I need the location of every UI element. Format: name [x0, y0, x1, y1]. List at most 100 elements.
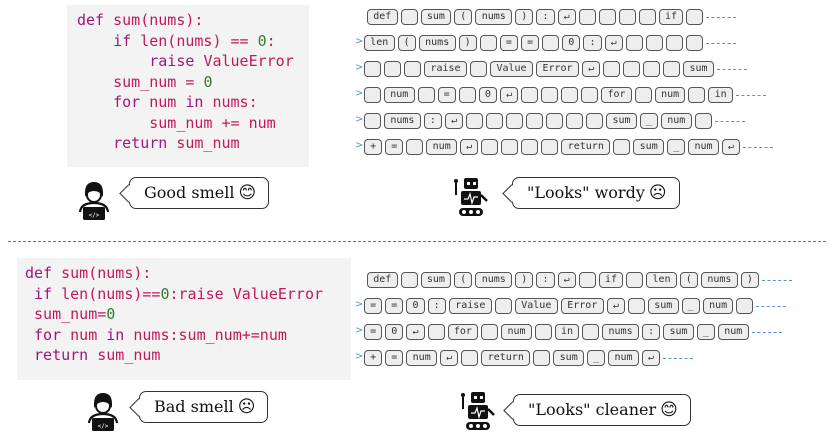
- svg-text:</>: </>: [98, 423, 109, 430]
- token-box: ↵: [557, 9, 576, 25]
- code-line: raise ValueError: [77, 51, 309, 72]
- token-box: (: [397, 35, 416, 51]
- token-box: [688, 87, 706, 103]
- token-box: [663, 61, 681, 77]
- token-box: ↵: [721, 139, 740, 155]
- code-token: len(nums)==: [61, 284, 161, 303]
- code-line: for num in nums:: [77, 92, 309, 113]
- code-token: sum(nums):: [61, 264, 152, 282]
- token-box: [406, 139, 424, 155]
- token-box: [494, 298, 512, 314]
- token-box: [384, 61, 401, 77]
- continuation-arrow-icon: >: [355, 299, 364, 310]
- wrap-connector: [663, 358, 693, 359]
- code-token: if: [25, 284, 62, 303]
- token-box: ↵: [500, 87, 519, 103]
- bad-smell-bubble: Bad smell☹: [139, 391, 269, 423]
- wrap-connector: [762, 280, 792, 281]
- token-box: :: [642, 324, 661, 340]
- wrap-connector: [735, 95, 766, 96]
- token-box: ↵: [557, 272, 576, 288]
- cleaner-label: "Looks" cleaner: [528, 400, 657, 419]
- code-line: def sum(nums):: [25, 263, 351, 284]
- token-box: num: [702, 298, 734, 314]
- token-box: [458, 87, 476, 103]
- token-box: [404, 61, 421, 77]
- token-box: [628, 298, 645, 314]
- code-token: :raise ValueError: [169, 284, 324, 303]
- token-box: num: [661, 113, 692, 129]
- wrap-connector: [756, 306, 787, 307]
- token-box: [686, 9, 704, 25]
- token-box: [481, 324, 499, 340]
- continuation-arrow-icon: >: [355, 62, 364, 73]
- token-box: [643, 61, 661, 77]
- code-token: raise: [77, 52, 204, 70]
- token-box: [665, 35, 683, 51]
- developer-icon: </>: [87, 393, 119, 431]
- token-box: :: [536, 9, 555, 25]
- token-box: sum: [633, 139, 664, 155]
- token-box: [521, 87, 539, 103]
- token-box: [578, 9, 596, 25]
- token-box: [427, 324, 445, 340]
- token-box: [521, 139, 539, 155]
- token-box: (: [454, 9, 473, 25]
- token-box: =: [385, 139, 404, 155]
- happy-face-icon: 😊: [660, 400, 678, 420]
- token-box: ↵: [460, 139, 479, 155]
- robot-icon: [461, 392, 495, 430]
- code-token: 0: [160, 284, 170, 303]
- token-box: ↵: [406, 324, 425, 340]
- token-box: =: [499, 35, 518, 51]
- token-box: len: [646, 272, 677, 288]
- code-line: if len(nums)==0:raise ValueError: [25, 284, 351, 305]
- token-box: [613, 139, 631, 155]
- token-box: [581, 87, 599, 103]
- code-token: 0: [106, 305, 116, 323]
- code-token: sum_num: [176, 134, 240, 152]
- token-box: [533, 350, 551, 366]
- token-box: [506, 113, 524, 129]
- token-box: ): [458, 35, 477, 51]
- token-box: [625, 35, 643, 51]
- token-box: [481, 139, 499, 155]
- code-token: def: [25, 264, 62, 282]
- token-box: [541, 87, 559, 103]
- token-box: +: [364, 350, 383, 366]
- bad-smell-label: Bad smell: [154, 397, 234, 416]
- token-box: for: [447, 324, 479, 340]
- token-box: [466, 113, 484, 129]
- token-box: [578, 272, 596, 288]
- token-box: nums: [418, 35, 456, 51]
- token-box: 0: [406, 298, 425, 314]
- token-box: [534, 324, 552, 340]
- token-box: [618, 9, 636, 25]
- wordy-label: "Looks" wordy: [527, 183, 645, 202]
- token-box: num: [426, 139, 457, 155]
- code-line: return sum_num: [77, 133, 309, 154]
- token-box: nums: [701, 272, 738, 288]
- token-box: [461, 350, 479, 366]
- token-box: =: [385, 298, 404, 314]
- token-box: [634, 87, 652, 103]
- token-box: nums: [384, 113, 421, 129]
- continuation-arrow-icon: >: [355, 325, 364, 336]
- token-box: _: [639, 113, 658, 129]
- continuation-arrow-icon: >: [355, 36, 364, 47]
- token-box: ↵: [582, 61, 601, 77]
- token-box: ↵: [606, 298, 625, 314]
- token-box: [694, 113, 712, 129]
- token-box: :: [536, 272, 555, 288]
- code-token: in: [106, 325, 134, 344]
- token-box: ): [515, 272, 534, 288]
- token-box: [470, 61, 487, 77]
- code-token: len(nums) ==: [140, 31, 258, 50]
- token-box: num: [501, 324, 532, 340]
- token-box: [582, 324, 600, 340]
- sad-face-icon: ☹: [237, 397, 256, 417]
- token-box: _: [681, 298, 700, 314]
- token-box: (: [454, 272, 473, 288]
- token-box: [603, 61, 621, 77]
- token-box: raise: [424, 61, 467, 77]
